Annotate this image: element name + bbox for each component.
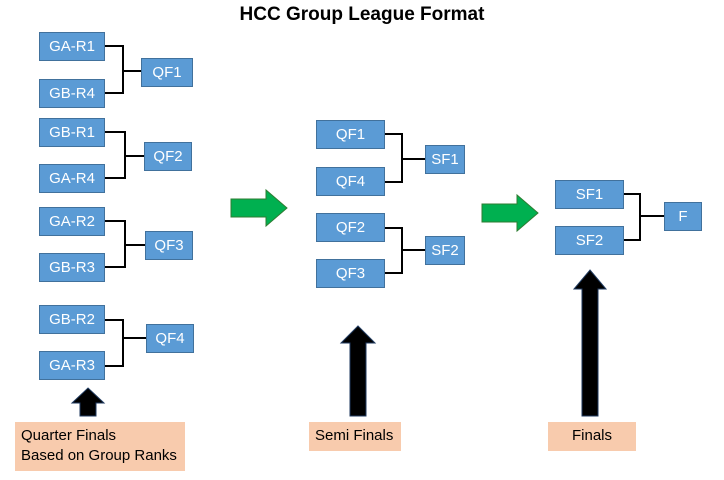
diagram-title: HCC Group League Format <box>239 4 485 25</box>
green-arrow-right-icon <box>230 188 288 228</box>
team-box-qf2: QF2 <box>316 213 385 242</box>
team-box-qf1: QF1 <box>316 120 385 149</box>
green-arrow-right-icon <box>481 193 539 233</box>
winner-box-qf2: QF2 <box>144 142 192 171</box>
stage-label-quarter-finals: Quarter Finals Based on Group Ranks <box>15 422 185 471</box>
team-box-ga-r3: GA-R3 <box>39 351 105 380</box>
black-arrow-up-icon <box>572 269 608 417</box>
team-box-ga-r2: GA-R2 <box>39 207 105 236</box>
team-box-gb-r4: GB-R4 <box>39 79 105 108</box>
black-arrow-up-icon <box>70 387 106 417</box>
black-arrow-up-icon <box>339 325 377 417</box>
team-box-sf1: SF1 <box>555 180 624 209</box>
team-box-qf4: QF4 <box>316 167 385 196</box>
stage-label-line: Quarter Finals <box>21 427 117 444</box>
winner-box-final: F <box>664 202 702 231</box>
stage-label-line: Based on Group Ranks <box>21 447 177 464</box>
team-box-ga-r4: GA-R4 <box>39 164 105 193</box>
team-box-ga-r1: GA-R1 <box>39 32 105 61</box>
winner-box-qf3: QF3 <box>145 231 193 260</box>
team-box-sf2: SF2 <box>555 226 624 255</box>
winner-box-sf2: SF2 <box>425 236 465 265</box>
winner-box-sf1: SF1 <box>425 145 465 174</box>
stage-label-semi-finals: Semi Finals <box>309 422 401 451</box>
team-box-gb-r1: GB-R1 <box>39 118 105 147</box>
winner-box-qf1: QF1 <box>141 58 193 87</box>
team-box-qf3: QF3 <box>316 259 385 288</box>
team-box-gb-r2: GB-R2 <box>39 305 105 334</box>
winner-box-qf4: QF4 <box>146 324 194 353</box>
stage-label-finals: Finals <box>548 422 636 451</box>
team-box-gb-r3: GB-R3 <box>39 253 105 282</box>
